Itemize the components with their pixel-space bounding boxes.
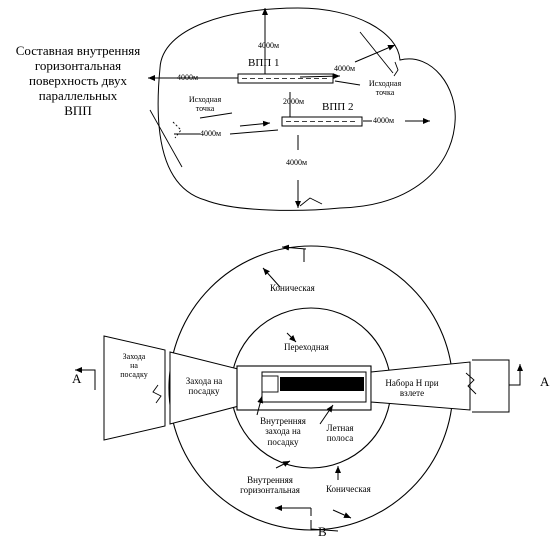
bottom-section-arrows xyxy=(75,244,523,532)
caption-composite-surface: Составная внутренняя горизонтальная пове… xyxy=(15,43,141,118)
origin-point-label-right: Исходная точка xyxy=(368,79,402,98)
origin-point-label-left: Исходная точка xyxy=(188,95,222,114)
section-label-bottom: В xyxy=(318,524,327,539)
composite-horizontal-surface-outline xyxy=(157,7,456,211)
takeoff-climb-label: Набора Н при взлете xyxy=(385,378,439,399)
runway-strip xyxy=(261,371,367,403)
distance-label-top-right: 4000м xyxy=(334,64,356,73)
inner-approach-label: Внутренняя захода на посадку xyxy=(260,416,306,447)
distance-label-right: 4000м xyxy=(373,116,395,125)
approach-label: Захода на посадку xyxy=(185,376,223,397)
outer-approach-surface xyxy=(103,335,166,441)
boundary-construction-lines xyxy=(149,31,399,207)
runway-1 xyxy=(237,73,334,84)
runway-2-label: ВПП 2 xyxy=(322,101,354,113)
section-label-right: А xyxy=(540,374,550,389)
distance-label-top: 4000м xyxy=(258,41,280,50)
runway-strip-label: Летная полоса xyxy=(326,423,354,444)
runway-1-label: ВПП 1 xyxy=(248,57,280,69)
section-label-left: А xyxy=(72,371,82,386)
distance-label-left-lower: 4000м xyxy=(200,129,222,138)
distance-label-left-upper: 4000м xyxy=(177,73,199,82)
runway-2 xyxy=(281,116,363,127)
conical-label-top: Коническая xyxy=(270,283,315,293)
inner-horizontal-label: Внутренняя горизонтальная xyxy=(240,475,300,496)
distance-label-bottom: 4000м xyxy=(286,158,308,167)
transitional-label: Переходная xyxy=(284,342,329,352)
top-dimension-arrows xyxy=(148,8,430,208)
distance-label-between: 2000м xyxy=(283,97,305,106)
outer-approach-label: Захода на посадку xyxy=(120,352,148,380)
conical-label-bottom: Коническая xyxy=(326,484,371,494)
takeoff-climb-surface xyxy=(370,359,510,413)
